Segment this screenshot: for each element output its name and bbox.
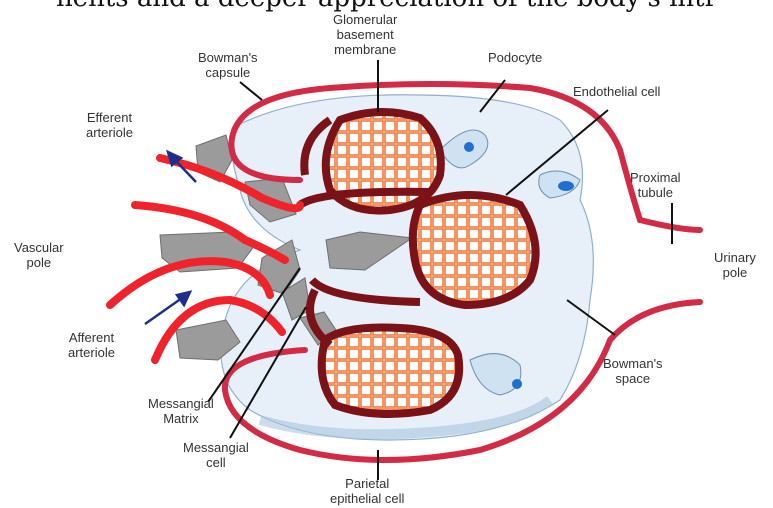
label-messangial-matrix: Messangial Matrix — [148, 396, 214, 426]
label-efferent-arteriole: Efferent arteriole — [86, 110, 133, 140]
label-glomerular-basement-membrane: Glomerular basement membrane — [333, 12, 397, 57]
label-bowmans-capsule: Bowman's capsule — [198, 50, 258, 80]
label-urinary-pole: Urinary pole — [714, 250, 756, 280]
label-bowmans-space: Bowman's space — [603, 356, 663, 386]
label-proximal-tubule: Proximal tubule — [630, 170, 681, 200]
label-endothelial-cell: Endothelial cell — [573, 84, 660, 99]
label-parietal-epithelial-cell: Parietal epithelial cell — [330, 476, 404, 506]
label-afferent-arteriole: Afferent arteriole — [68, 330, 115, 360]
label-messangial-cell: Messangial cell — [183, 440, 249, 470]
label-vascular-pole: Vascular pole — [14, 240, 64, 270]
label-podocyte: Podocyte — [488, 50, 542, 65]
